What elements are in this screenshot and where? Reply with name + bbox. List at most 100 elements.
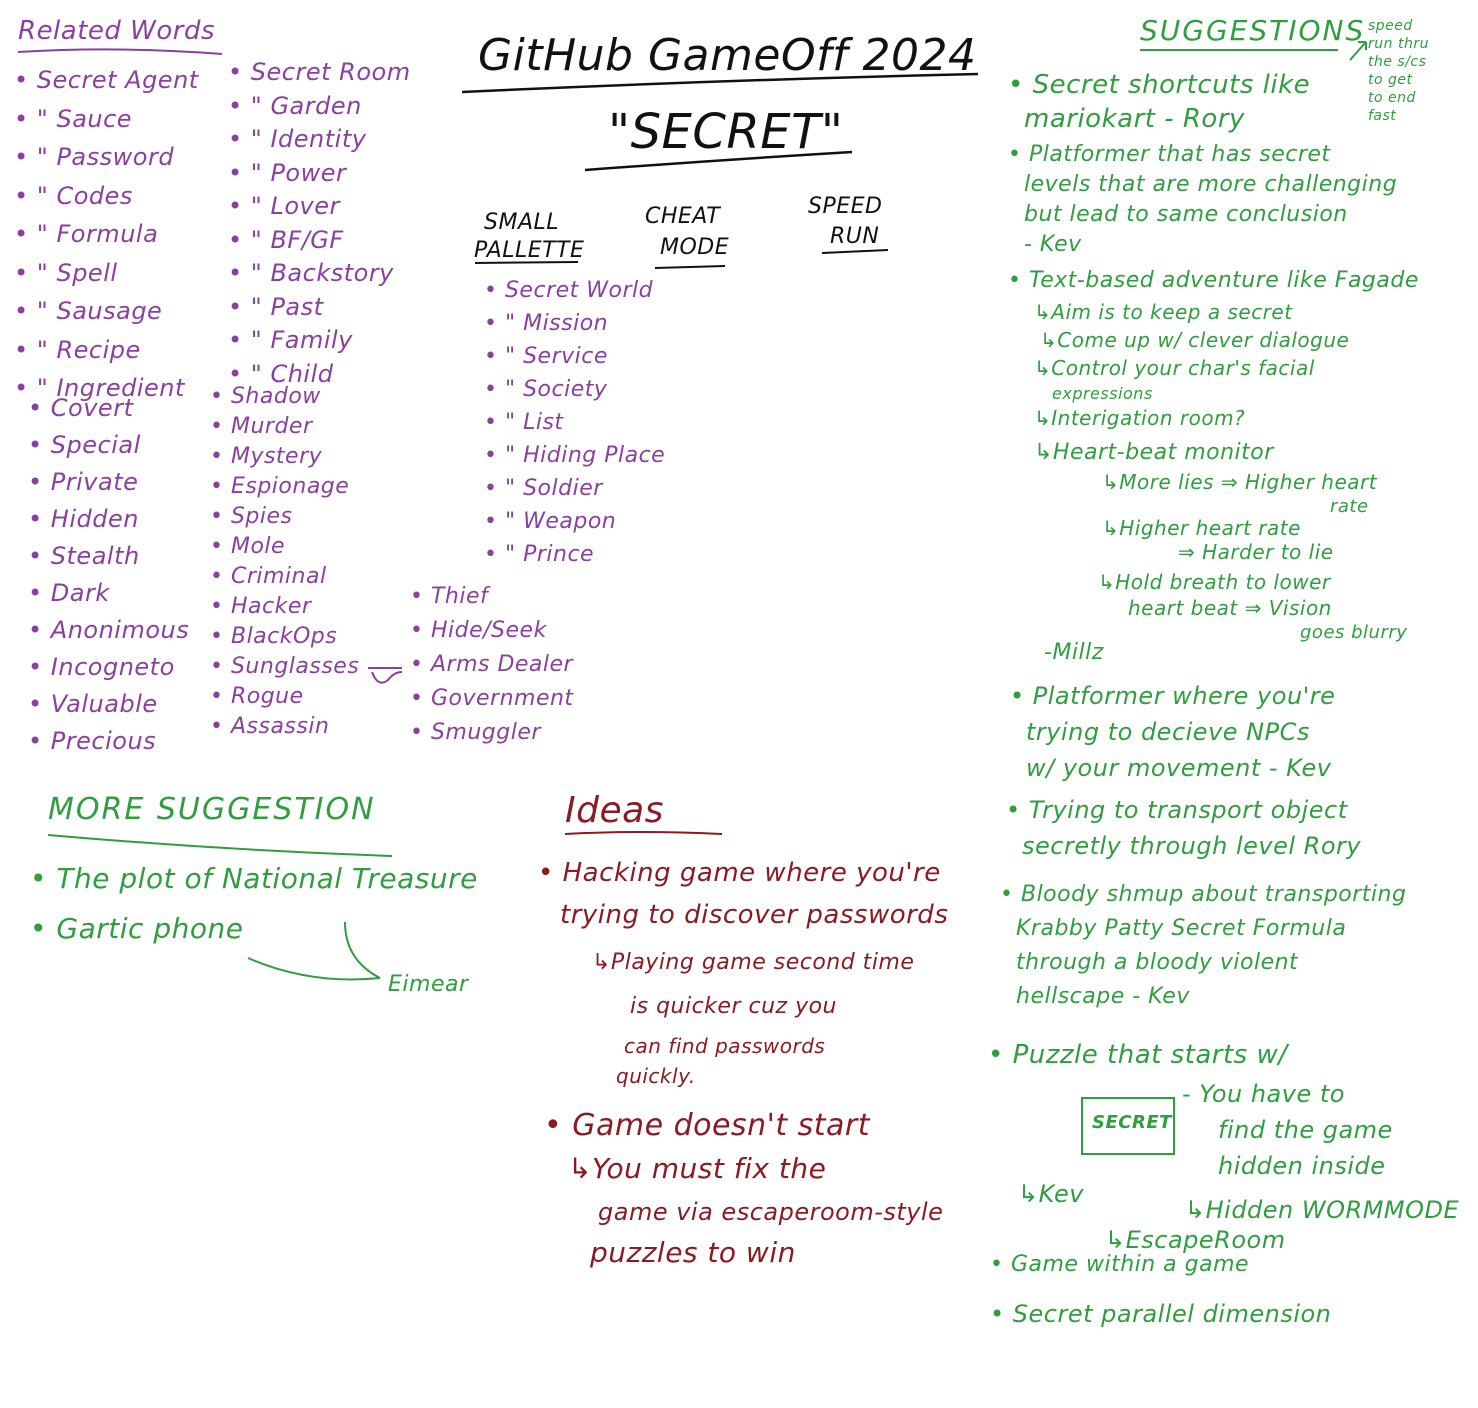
idea-line: • Hacking game where you're — [538, 858, 941, 888]
ideas-heading: Ideas — [565, 790, 664, 831]
related-word: • " Sausage — [14, 297, 163, 325]
suggestion-line: but lead to same conclusion — [1024, 202, 1348, 227]
related-word: • Thief — [410, 584, 489, 609]
related-word: • " Ingredient — [14, 374, 185, 402]
idea-line: game via escaperoom-style — [598, 1198, 944, 1226]
related-word: • " Family — [228, 326, 353, 354]
related-word: • Criminal — [210, 564, 327, 589]
related-word: • Stealth — [28, 542, 140, 570]
related-word: • " Past — [228, 292, 324, 321]
theme-small-pallette: SMALL — [484, 210, 560, 235]
related-word: • Shadow — [210, 384, 321, 409]
side-note-line: fast — [1368, 108, 1397, 124]
side-note-line: to get — [1368, 72, 1413, 88]
theme-small-pallette-2: PALLETTE — [474, 238, 585, 263]
related-word: • " Soldier — [484, 476, 603, 501]
related-word: • " Weapon — [484, 509, 617, 534]
related-word: • Secret Agent — [14, 66, 199, 94]
idea-line: • Game doesn't start — [544, 1108, 870, 1143]
puzzle-note: - You have to — [1182, 1080, 1345, 1108]
suggestion-line: • Secret shortcuts like — [1008, 70, 1311, 100]
side-note-line: to end — [1368, 90, 1416, 106]
related-word: • " List — [484, 410, 564, 435]
related-word: • Secret World — [484, 278, 654, 303]
related-word: • " Spell — [14, 258, 118, 287]
suggestion-line: • Platformer where you're — [1010, 682, 1336, 710]
text-adventure-note: -Millz — [1044, 640, 1104, 665]
text-adventure-note: rate — [1330, 496, 1369, 517]
idea-line: trying to discover passwords — [560, 900, 949, 930]
related-word: • Secret Room — [228, 58, 411, 86]
theme-speed-run-2: RUN — [830, 224, 880, 249]
suggestion-line: • Bloody shmup about transporting — [1000, 882, 1407, 907]
idea-line: ↳Playing game second time — [592, 950, 915, 975]
hidden-wormmode: ↳Hidden WORMMODE — [1185, 1196, 1460, 1224]
escape-room: ↳EscapeRoom — [1105, 1226, 1286, 1254]
related-word: • Espionage — [210, 474, 350, 499]
side-note-line: run thru — [1368, 36, 1429, 52]
related-word: • " Power — [228, 158, 347, 187]
related-word: • Sunglasses — [210, 654, 360, 679]
text-adventure-note: ↳Hold breath to lower — [1098, 570, 1331, 594]
puzzle-note: find the game — [1218, 1116, 1393, 1144]
suggestion-line: • Secret parallel dimension — [990, 1300, 1332, 1328]
suggestion-line: • Puzzle that starts w/ — [988, 1040, 1288, 1070]
suggestion-line: Krabby Patty Secret Formula — [1016, 916, 1347, 941]
more-suggestion-heading: MORE SUGGESTION — [48, 792, 376, 827]
related-word: • " Codes — [14, 181, 133, 210]
related-word: • Covert — [28, 394, 134, 422]
text-adventure-note: ↳Interigation room? — [1034, 406, 1246, 430]
suggestion-line: - Kev — [1024, 232, 1082, 257]
text-adventure-note: goes blurry — [1300, 622, 1408, 643]
related-word: • Hacker — [210, 594, 312, 619]
related-word: • " Mission — [484, 311, 609, 336]
related-word: • Anonimous — [28, 616, 190, 644]
title-line1: GitHub GameOff 2024 — [478, 30, 977, 81]
more-suggestion-item-1: • The plot of National Treasure — [30, 862, 478, 895]
text-adventure-note: ↳Higher heart rate — [1102, 516, 1301, 540]
text-adventure-note: heart beat ⇒ Vision — [1128, 596, 1332, 620]
related-word: • Dark — [28, 579, 110, 607]
text-adventure-note: ↳Heart-beat monitor — [1034, 440, 1274, 465]
suggestion-line: w/ your movement - Kev — [1026, 754, 1332, 782]
related-word: • Precious — [28, 727, 157, 755]
suggestion-line: • Text-based adventure like Fagade — [1008, 268, 1419, 293]
suggestion-line: • Game within a game — [990, 1252, 1250, 1277]
theme-speed-run: SPEED — [808, 194, 883, 219]
related-word: • " Recipe — [14, 335, 141, 364]
related-word: • Mole — [210, 534, 286, 559]
related-word: • Incogneto — [28, 653, 175, 681]
related-word: • Murder — [210, 414, 313, 439]
related-word: • " BF/GF — [228, 225, 344, 254]
related-word: • Hide/Seek — [410, 618, 547, 643]
suggestion-line: through a bloody violent — [1016, 950, 1299, 975]
related-word: • Assassin — [210, 714, 330, 739]
related-word: • Mystery — [210, 444, 323, 469]
side-note-line: the s/cs — [1368, 54, 1427, 70]
related-word: • Hidden — [28, 505, 139, 533]
related-word: • BlackOps — [210, 624, 338, 649]
suggestion-line: hellscape - Kev — [1016, 984, 1190, 1009]
text-adventure-note: ↳Come up w/ clever dialogue — [1040, 328, 1350, 352]
related-word: • " Formula — [14, 220, 159, 248]
text-adventure-note: ⇒ Harder to lie — [1178, 540, 1334, 564]
idea-line: can find passwords — [624, 1034, 826, 1058]
related-word: • Spies — [210, 504, 293, 529]
related-words-heading: Related Words — [18, 16, 216, 46]
related-word: • " Password — [14, 143, 175, 171]
suggestion-line: levels that are more challenging — [1024, 172, 1398, 197]
text-adventure-note: ↳More lies ⇒ Higher heart — [1102, 470, 1378, 494]
related-word: • " Child — [228, 359, 334, 388]
related-word: • Government — [410, 686, 574, 711]
idea-line: quickly. — [616, 1064, 696, 1088]
related-word: • " Lover — [228, 192, 340, 220]
suggestion-line: • Trying to transport object — [1006, 796, 1348, 824]
idea-line: is quicker cuz you — [630, 994, 837, 1019]
title-line2: "SECRET" — [608, 104, 844, 160]
more-suggestion-item-2: • Gartic phone — [30, 912, 244, 945]
theme-cheat-mode: CHEAT — [645, 204, 721, 229]
related-word: • Arms Dealer — [410, 652, 574, 677]
suggestion-line: secretly through level Rory — [1022, 832, 1362, 860]
related-word: • Smuggler — [410, 720, 541, 745]
